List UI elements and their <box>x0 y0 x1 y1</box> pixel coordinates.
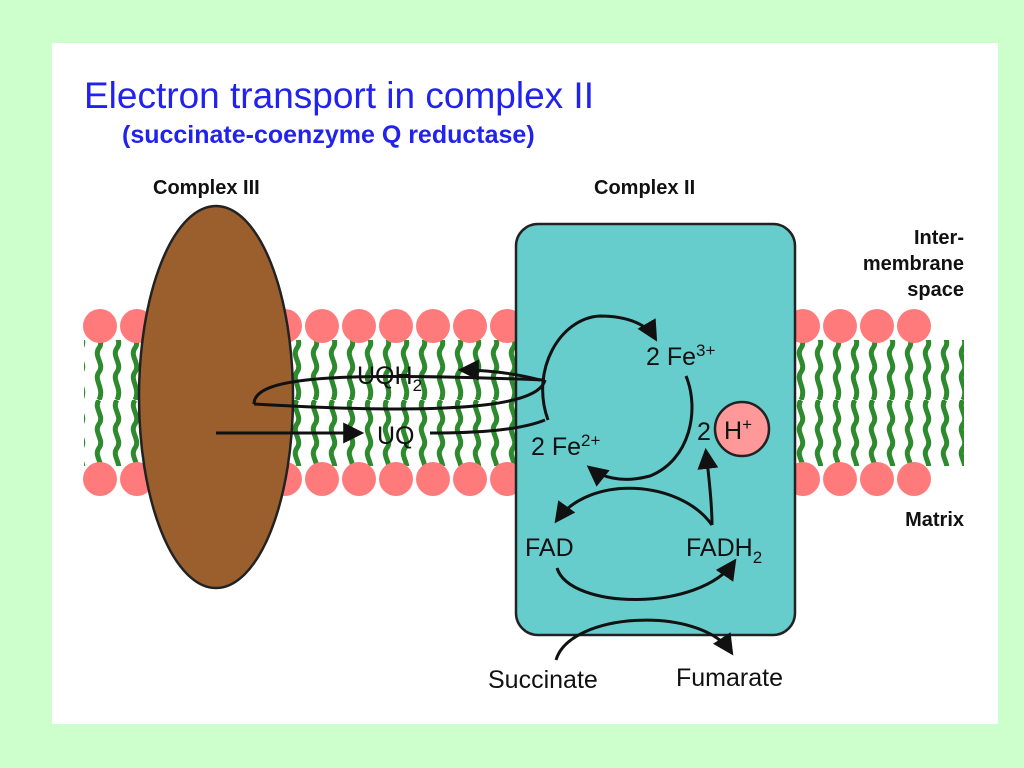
proton-circle <box>713 400 771 458</box>
lipid-head-outer <box>897 309 931 343</box>
complex-ii-label: Complex II <box>594 177 695 199</box>
lipid-head-outer <box>379 309 413 343</box>
lipid-head-inner <box>416 462 450 496</box>
fe3-label: 2 Fe3+ <box>646 341 715 371</box>
complex-iii-label: Complex III <box>153 177 260 199</box>
proton-release-arrow <box>697 447 719 526</box>
fadh2-label: FADH2 <box>686 534 762 567</box>
lipid-head-outer <box>83 309 117 343</box>
diagram-subtitle: (succinate-coenzyme Q reductase) <box>122 121 535 149</box>
fumarate-label: Fumarate <box>676 664 783 692</box>
proton-coefficient: 2 <box>697 418 711 446</box>
fe2-to-fe3-arrow <box>541 314 658 421</box>
svg-text:membrane: membrane <box>863 253 964 275</box>
lipid-head-inner <box>897 462 931 496</box>
lipid-head-inner <box>342 462 376 496</box>
arrow-to-uqh2 <box>457 359 541 382</box>
lipid-head-outer <box>342 309 376 343</box>
lipid-head-inner <box>379 462 413 496</box>
intermembrane-space-label: Inter- membrane space <box>863 227 964 301</box>
complex-ii-protein <box>514 222 797 637</box>
lipid-head-inner <box>860 462 894 496</box>
fadh2-to-fad-arrow <box>554 486 714 526</box>
complex-iii-protein <box>137 204 295 590</box>
matrix-label: Matrix <box>905 509 964 531</box>
lipid-head-inner <box>453 462 487 496</box>
lipid-head-inner <box>83 462 117 496</box>
lipid-head-outer <box>453 309 487 343</box>
lipid-head-outer <box>416 309 450 343</box>
diagram-title: Electron transport in complex II <box>84 75 594 116</box>
uq-label: UQ <box>377 422 415 450</box>
uqh2-label: UQH2 <box>357 362 422 395</box>
complex-iii-to-uq-path <box>253 379 547 411</box>
svg-text:Inter-: Inter- <box>914 227 964 249</box>
lipid-head-inner <box>823 462 857 496</box>
svg-text:space: space <box>907 279 964 301</box>
proton-label: H+ <box>724 415 752 445</box>
lipid-head-outer <box>823 309 857 343</box>
uq-to-fe-path <box>429 418 546 435</box>
fad-label: FAD <box>525 534 574 562</box>
fe3-to-fe2-arrow <box>586 375 694 487</box>
lipid-head-outer <box>305 309 339 343</box>
fad-to-fadh2-arrow <box>555 558 737 601</box>
succinate-label: Succinate <box>488 666 598 694</box>
fe2-label: 2 Fe2+ <box>531 431 600 461</box>
succinate-to-fumarate-arrow <box>554 618 734 661</box>
lipid-head-inner <box>305 462 339 496</box>
lipid-head-outer <box>860 309 894 343</box>
